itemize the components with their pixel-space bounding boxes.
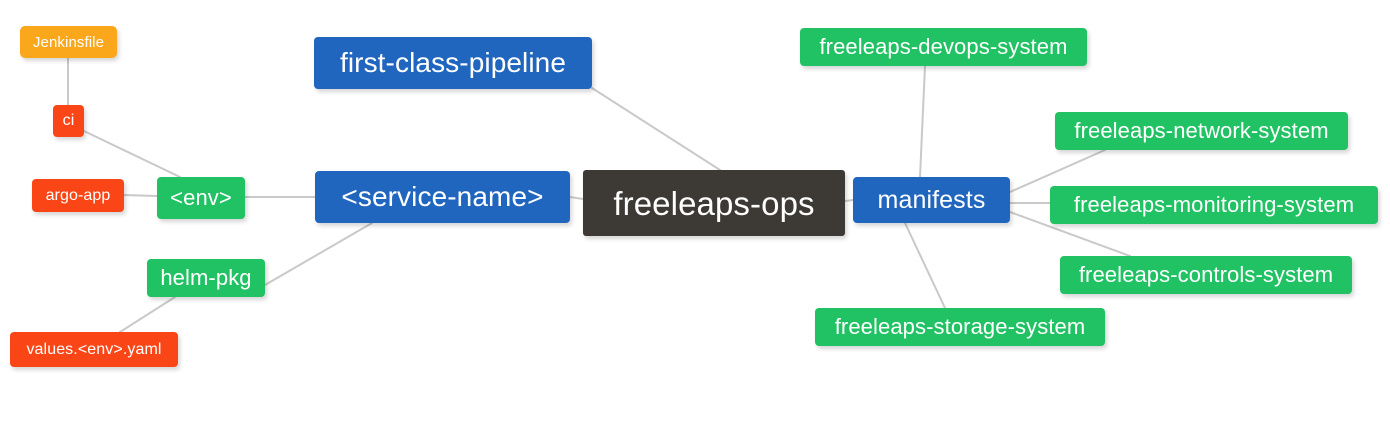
node-label-freeleaps-controls-system: freeleaps-controls-system xyxy=(1078,262,1334,287)
edge-freeleaps-ops-to-manifests xyxy=(844,199,854,202)
edge-env-to-argo-app xyxy=(123,194,158,197)
node-label-ci: ci xyxy=(62,112,75,129)
node-first-class-pipeline[interactable]: first-class-pipeline xyxy=(314,37,592,89)
node-env[interactable]: <env> xyxy=(157,177,245,219)
node-label-helm-pkg: helm-pkg xyxy=(160,265,252,290)
node-argo-app[interactable]: argo-app xyxy=(32,179,124,212)
node-freeleaps-devops-system[interactable]: freeleaps-devops-system xyxy=(800,28,1087,66)
node-freeleaps-storage-system[interactable]: freeleaps-storage-system xyxy=(815,308,1105,346)
node-manifests[interactable]: manifests xyxy=(853,177,1010,223)
node-freeleaps-ops[interactable]: freeleaps-ops xyxy=(583,170,845,236)
node-label-service-name: <service-name> xyxy=(341,181,544,212)
node-helm-pkg[interactable]: helm-pkg xyxy=(147,259,265,297)
node-ci[interactable]: ci xyxy=(53,105,84,137)
node-label-env: <env> xyxy=(170,185,232,210)
edge-manifests-to-freeleaps-storage-system xyxy=(904,222,946,309)
edge-service-name-to-helm-pkg xyxy=(264,222,373,286)
node-service-name[interactable]: <service-name> xyxy=(315,171,570,223)
node-label-freeleaps-storage-system: freeleaps-storage-system xyxy=(834,314,1086,339)
node-label-values-env-yaml: values.<env>.yaml xyxy=(26,340,162,358)
node-label-first-class-pipeline: first-class-pipeline xyxy=(339,47,567,78)
node-jenkinsfile[interactable]: Jenkinsfile xyxy=(20,26,117,58)
edge-helm-pkg-to-values-env-yaml xyxy=(119,296,176,333)
node-label-argo-app: argo-app xyxy=(45,186,111,204)
edge-service-name-to-freeleaps-ops xyxy=(569,196,584,200)
node-label-freeleaps-devops-system: freeleaps-devops-system xyxy=(819,34,1068,59)
node-label-freeleaps-monitoring-system: freeleaps-monitoring-system xyxy=(1073,192,1355,217)
edge-first-class-pipeline-to-freeleaps-ops xyxy=(591,87,721,171)
node-values-env-yaml[interactable]: values.<env>.yaml xyxy=(10,332,178,367)
node-freeleaps-network-system[interactable]: freeleaps-network-system xyxy=(1055,112,1348,150)
node-label-freeleaps-ops: freeleaps-ops xyxy=(613,184,815,222)
edge-env-to-ci xyxy=(83,130,181,178)
node-freeleaps-monitoring-system[interactable]: freeleaps-monitoring-system xyxy=(1050,186,1378,224)
node-label-manifests: manifests xyxy=(877,185,986,214)
node-freeleaps-controls-system[interactable]: freeleaps-controls-system xyxy=(1060,256,1352,294)
node-label-jenkinsfile: Jenkinsfile xyxy=(32,33,105,51)
edge-manifests-to-freeleaps-devops-system xyxy=(919,65,926,178)
node-label-freeleaps-network-system: freeleaps-network-system xyxy=(1074,118,1329,143)
